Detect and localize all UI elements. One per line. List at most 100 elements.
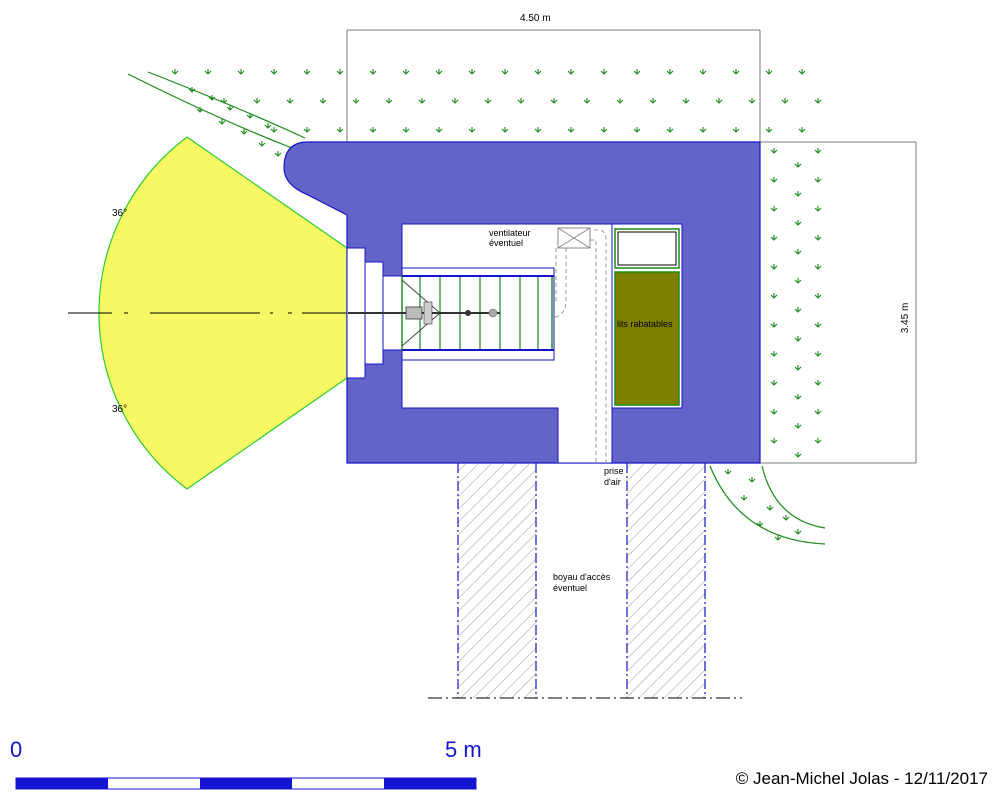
vegetation-mark [732, 69, 740, 75]
vegetation-mark [240, 129, 248, 135]
vegetation-mark [732, 127, 740, 133]
vegetation-mark [794, 365, 802, 371]
vegetation-mark [814, 409, 822, 415]
vegetation-mark [682, 98, 690, 104]
vegetation-mark [766, 505, 774, 511]
vegetation-mark [666, 127, 674, 133]
machine-gun-icon [348, 279, 500, 347]
corridor-label-1: boyau d'accès [553, 572, 611, 582]
depth-dimension [760, 141, 917, 464]
vegetation-mark [814, 148, 822, 154]
vegetation-mark [770, 380, 778, 386]
vegetation-mark [649, 98, 657, 104]
vegetation-boundary [127, 71, 826, 545]
vegetation-mark [814, 293, 822, 299]
vegetation-mark [814, 206, 822, 212]
vegetation-mark [616, 98, 624, 104]
vegetation-mark [770, 177, 778, 183]
vegetation-mark [798, 69, 806, 75]
vegetation-mark [451, 98, 459, 104]
vegetation-mark [814, 438, 822, 444]
ventilator-label-1: ventilateur [489, 228, 531, 238]
vegetation-mark [794, 220, 802, 226]
air-intake-label-2: d'air [604, 477, 621, 487]
vegetation-mark [352, 98, 360, 104]
vegetation-mark [171, 69, 179, 75]
vegetation-mark [782, 515, 790, 521]
vegetation-mark [794, 423, 802, 429]
vegetation-mark [204, 69, 212, 75]
beds-label: lits rabatables [617, 319, 673, 329]
vegetation-mark [794, 162, 802, 168]
vegetation-mark [814, 322, 822, 328]
vegetation-mark [567, 69, 575, 75]
vegetation-mark [550, 98, 558, 104]
vegetation-mark [814, 380, 822, 386]
corridor-label-2: éventuel [553, 583, 587, 593]
width-label: 4.50 m [520, 13, 551, 24]
vegetation-mark [633, 127, 641, 133]
vegetation-mark [798, 127, 806, 133]
vegetation-mark [369, 69, 377, 75]
vegetation-mark [770, 206, 778, 212]
vegetation-mark [567, 127, 575, 133]
vegetation-mark [814, 235, 822, 241]
vegetation-mark [303, 69, 311, 75]
vegetation-mark [770, 438, 778, 444]
vegetation-mark [770, 293, 778, 299]
vegetation-mark [774, 535, 782, 541]
vegetation-mark [699, 69, 707, 75]
vegetation-mark [501, 69, 509, 75]
vegetation-mark [748, 98, 756, 104]
vegetation-mark [781, 98, 789, 104]
vegetation-mark [534, 127, 542, 133]
vegetation-mark [724, 469, 732, 475]
vegetation-mark [770, 235, 778, 241]
vegetation-mark [369, 127, 377, 133]
vegetation-mark [402, 127, 410, 133]
vegetation-mark [770, 322, 778, 328]
vegetation-mark [699, 127, 707, 133]
vegetation-mark [794, 191, 802, 197]
vegetation-mark [468, 127, 476, 133]
vegetation-mark [264, 123, 272, 129]
vegetation-mark [418, 98, 426, 104]
vegetation-mark [666, 69, 674, 75]
vegetation-mark [814, 177, 822, 183]
vegetation-mark [319, 98, 327, 104]
vegetation-mark [468, 69, 476, 75]
air-intake-label-1: prise [604, 466, 624, 476]
scale-bar [15, 777, 477, 790]
vegetation-mark [286, 98, 294, 104]
scale-start-label: 0 [10, 737, 22, 762]
vegetation-mark [600, 69, 608, 75]
vegetation-mark [237, 69, 245, 75]
vegetation-mark [253, 98, 261, 104]
vegetation-mark [633, 69, 641, 75]
vegetation-mark [765, 69, 773, 75]
vegetation-mark [501, 127, 509, 133]
vegetation-mark [770, 264, 778, 270]
vegetation-mark [770, 409, 778, 415]
vegetation-mark [402, 69, 410, 75]
corridor-outlines [457, 463, 706, 698]
vegetation-mark [600, 127, 608, 133]
corridor-wall-left [458, 463, 536, 698]
vegetation-mark [336, 69, 344, 75]
ventilator-icon [557, 227, 591, 249]
width-dimension [346, 29, 761, 142]
vegetation-mark [336, 127, 344, 133]
vegetation-mark [770, 351, 778, 357]
vegetation-mark [794, 394, 802, 400]
vegetation-mark [740, 495, 748, 501]
corridor-wall-right [627, 463, 705, 698]
vegetation-mark [534, 69, 542, 75]
vegetation-mark [517, 98, 525, 104]
vegetation-mark [303, 127, 311, 133]
vegetation-mark [274, 151, 282, 157]
vegetation-mark [484, 98, 492, 104]
ventilator-label-2: éventuel [489, 238, 523, 248]
vegetation-mark [583, 98, 591, 104]
beds-folding [614, 271, 680, 406]
bed-inner [617, 231, 677, 266]
